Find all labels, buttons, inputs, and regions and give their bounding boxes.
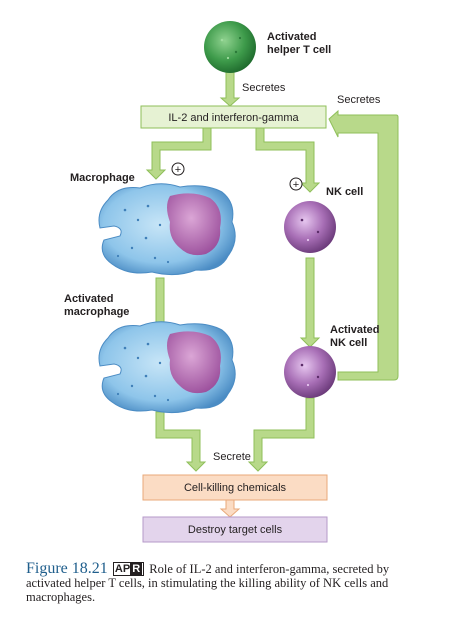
svg-text:+: + (175, 164, 181, 176)
helper-t-cell (204, 21, 256, 73)
arrow-il2-to-macrophage (145, 127, 212, 180)
arrow-tcell-to-il2 (219, 71, 241, 107)
destroy-label: Destroy target cells (188, 524, 283, 536)
secretes-top-label: Secretes (242, 82, 286, 94)
apr-badge-left: AP (114, 563, 131, 575)
il2-box (140, 105, 327, 129)
helper-t-cell-label-line1: Activated (267, 31, 317, 43)
secretes-right-label: Secretes (337, 94, 381, 106)
arrow-killing-to-destroy (219, 499, 241, 518)
arrow-network (145, 71, 399, 518)
nk-cell-label: NK cell (326, 186, 363, 198)
activated-macrophage-cell (98, 321, 236, 414)
arrow-nk-to-activated (299, 257, 321, 348)
arrow-feedback-loop (328, 109, 399, 381)
arrow-il2-to-nk (255, 127, 321, 193)
arrow-activated-nk-to-killing (247, 397, 315, 472)
nk-cell-plus-badge: + (289, 177, 303, 191)
il2-box-label: IL-2 and interferon-gamma (168, 112, 299, 124)
activated-macrophage-label-line2: macrophage (64, 306, 129, 318)
activated-macrophage-label-line1: Activated (64, 293, 114, 305)
apr-badge-right: R (130, 563, 143, 575)
activated-nk-cell (284, 346, 336, 398)
arrow-activated-macrophage-to-killing (155, 411, 207, 472)
macrophage-label: Macrophage (70, 172, 135, 184)
svg-text:+: + (293, 179, 299, 191)
secrete-label: Secrete (213, 451, 251, 463)
activated-nk-cell-label-line2: NK cell (330, 337, 367, 349)
caption-text: Role of IL-2 and interferon-gamma, secre… (26, 562, 390, 604)
figure-number: Figure 18.21 (26, 560, 108, 577)
activated-nk-cell-label-line1: Activated (330, 324, 380, 336)
helper-t-cell-label-line2: helper T cell (267, 44, 331, 56)
macrophage-cell (98, 183, 236, 276)
destroy-box (142, 516, 328, 543)
cell-killing-label: Cell-killing chemicals (184, 482, 287, 494)
nk-cell (284, 201, 336, 253)
macrophage-plus-badge: + (171, 162, 185, 176)
cell-killing-box (142, 474, 328, 501)
